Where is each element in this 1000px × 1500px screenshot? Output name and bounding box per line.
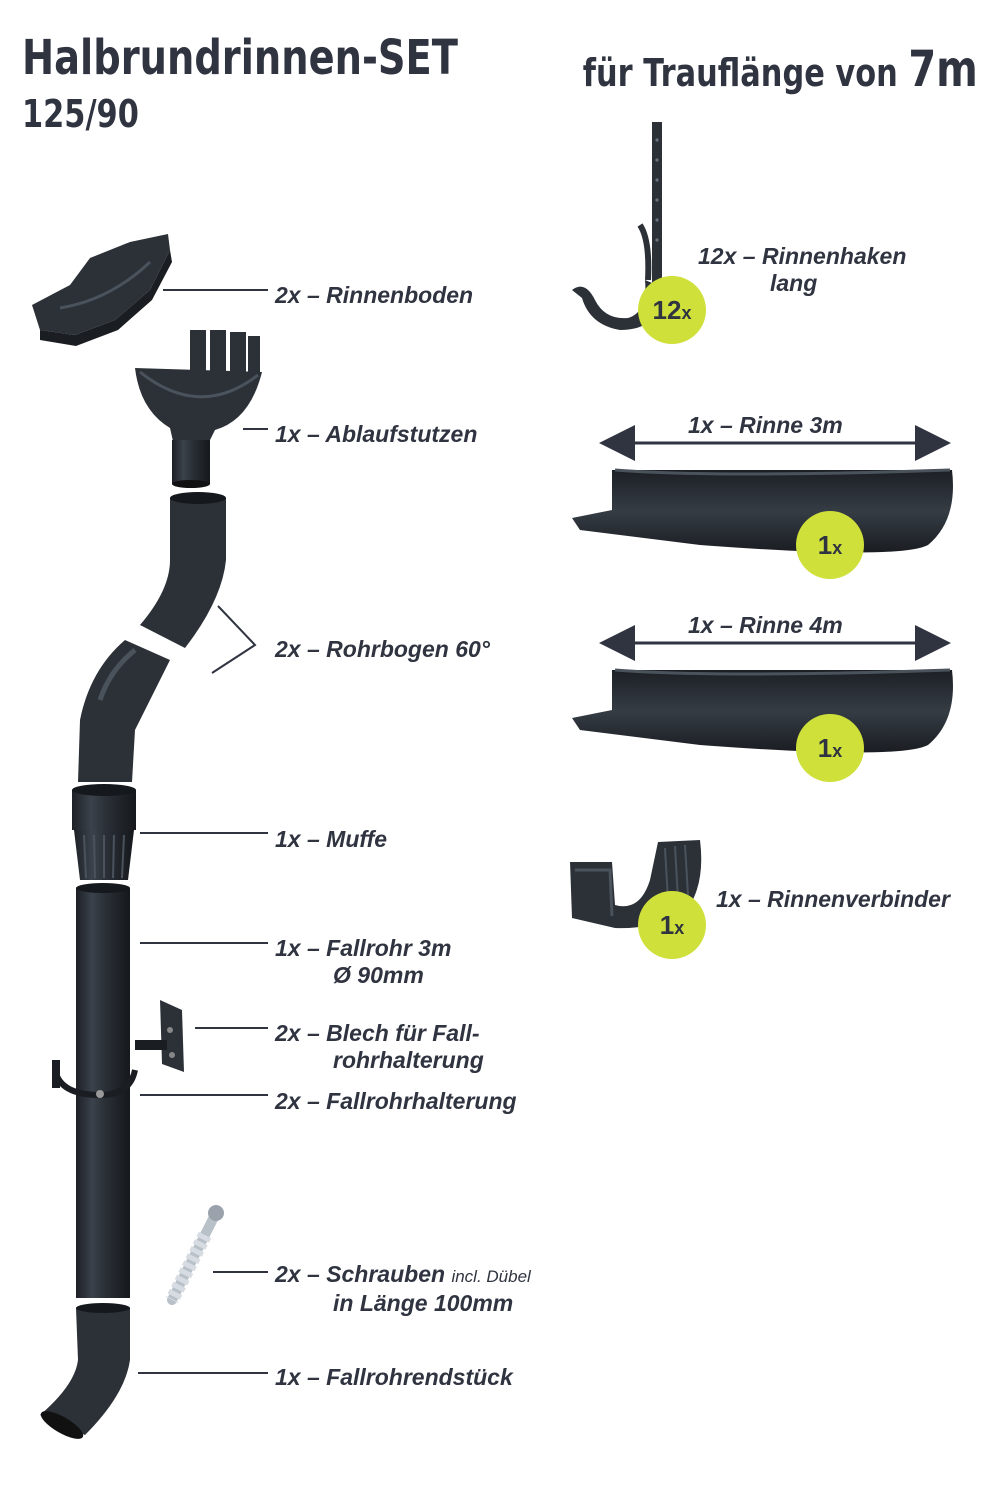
label-muffe: 1x – Muffe	[275, 826, 388, 852]
page-title: Halbrundrinnen-SET	[22, 30, 458, 86]
label-rinne-3m: 1x – Rinne 3m	[688, 412, 843, 438]
quantity-badge	[638, 891, 706, 959]
pipe-end-image	[40, 1303, 130, 1439]
quantity-badge	[638, 276, 706, 344]
label-rinnenverbinder: 1x – Rinnenverbinder	[716, 886, 950, 912]
label-rinne-4m: 1x – Rinne 4m	[688, 612, 843, 638]
label-fallrohr: 1x – Fallrohr 3m Ø 90mm	[275, 935, 452, 988]
gutter-4m-image	[572, 625, 953, 753]
screw-image	[165, 1205, 224, 1305]
page-subtitle: 125/90	[22, 92, 139, 136]
bracket-plate-image	[135, 1000, 184, 1072]
socket-image	[72, 784, 136, 880]
quantity-badge	[796, 714, 864, 782]
outlet-image	[135, 330, 262, 488]
gutter-3m-badge-text: 1x	[817, 530, 843, 560]
label-fallrohrhalterung: 2x – Fallrohrhalterung	[275, 1088, 517, 1114]
leader-line	[211, 605, 257, 674]
hook-badge-text: 12x	[652, 295, 692, 325]
eave-length-value: 7m	[908, 40, 978, 98]
label-rinnenboden: 2x – Rinnenboden	[275, 282, 474, 308]
pipe-clamp-image	[52, 1060, 138, 1099]
eave-length-prefix: für Trauflänge von	[582, 51, 898, 95]
pipe-elbows-image	[78, 492, 226, 782]
gutter-hook-image	[572, 122, 662, 330]
leader-lines	[138, 289, 268, 1374]
gutter-end-cap-image	[32, 234, 172, 346]
eave-length-heading: für Trauflänge von 7m	[583, 40, 978, 98]
connector-badge-text: 1x	[659, 910, 685, 940]
label-ablaufstutzen: 1x – Ablaufstutzen	[275, 421, 478, 447]
gutter-3m-image	[572, 425, 953, 553]
label-blech: 2x – Blech für Fall- rohrhalterung	[275, 1020, 484, 1073]
gutter-4m-badge-text: 1x	[817, 733, 843, 763]
label-schrauben: 2x – Schrauben incl. Dübel in Länge 100m…	[275, 1261, 531, 1316]
label-fallrohrendstueck: 1x – Fallrohrendstück	[275, 1364, 513, 1390]
quantity-badge	[796, 511, 864, 579]
label-rinnenhaken: 12x – Rinnenhaken lang	[698, 243, 907, 296]
label-rohrbogen: 2x – Rohrbogen 60°	[275, 636, 490, 662]
